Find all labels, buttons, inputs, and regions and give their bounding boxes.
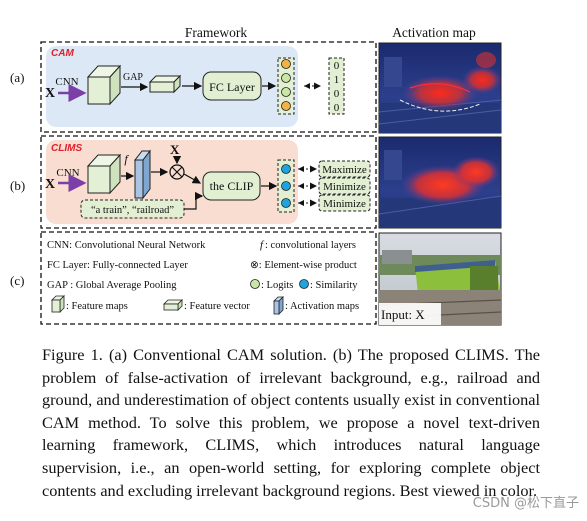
fc-layer-box [202,71,262,101]
clip-box [202,171,261,201]
onehot-box [328,57,345,115]
panel-c-frame [40,231,377,325]
activation-maps-slab-b [133,149,152,200]
row-label-b: (b) [10,178,25,193]
clip-label: the CLIP [210,179,254,193]
similarity-dot [281,164,291,174]
legend-f-symbol: f [260,239,265,251]
activation-map-header: Activation map [392,25,476,40]
legend-logits: : Logits [261,280,293,291]
logit-dot [281,87,291,97]
similarity-dot [281,198,291,208]
watermark: CSDN @松下直子 [472,496,579,511]
onehot-value: 0 [334,102,340,114]
cnn-label-b: CNN [56,167,79,179]
onehot-value: 0 [334,60,340,72]
logit-dot [281,59,291,69]
logit-dot [281,73,291,83]
legend-product: ⊗: Element-wise product [250,260,357,271]
legend-feature-vector: : Feature vector [184,301,250,312]
legend-conv: : convolutional layers [265,240,356,251]
f-label-b: f [124,152,129,166]
cnn-label-a: CNN [55,76,78,88]
input-x-a: X [45,86,55,101]
logit-icon [250,279,260,289]
activation-maps-icon [273,296,284,315]
logits-box-a [277,57,295,115]
arrow-prompt-clip [184,191,204,210]
arrow-clip-in-b [183,173,202,184]
legend-similarity: : Similarity [310,280,358,291]
x-top-b: X [170,142,180,157]
row-label-a: (a) [10,70,24,85]
activation-map-cam [378,42,502,134]
panel-a-frame [40,41,377,133]
legend-activation-maps: : Activation maps [285,301,359,312]
figure-caption: Figure 1. (a) Conventional CAM solution.… [42,345,540,500]
objective-label: Minimize [323,198,366,210]
logit-dot [281,101,291,111]
feature-maps-icon [51,295,65,313]
objective-box [318,177,371,195]
feature-vector-icon [163,299,183,311]
objective-box [318,160,371,178]
legend-cnn: CNN: Convolutional Neural Network [47,240,206,251]
input-image-label: Input: X [381,307,425,322]
objective-box [318,194,371,212]
fc-layer-label: FC Layer [209,80,255,94]
similarity-dot [281,181,291,191]
objective-label: Maximize [322,164,367,176]
legend-gap: GAP : Global Average Pooling [47,280,177,291]
panel-b-frame [40,135,377,229]
text-prompt-label: “a train”, “railroad” [91,205,174,216]
legend-feature-maps: : Feature maps [66,301,128,312]
input-x-b: X [45,177,55,192]
feature-vector-a [148,74,182,94]
activation-map-clims [378,136,502,229]
feature-map-cube-a [86,64,122,106]
framework-header: Framework [185,25,247,40]
similarity-icon [299,279,309,289]
row-label-c: (c) [10,273,24,288]
element-wise-product-icon [169,164,185,180]
onehot-value: 0 [334,88,340,100]
cam-tag: CAM [51,48,74,59]
objective-label: Minimize [323,181,366,193]
legend-fc: FC Layer: Fully-connected Layer [47,260,188,271]
gap-label-a: GAP [123,72,143,83]
onehot-value: 1 [334,74,340,86]
clims-tag: CLIMS [51,143,82,154]
feature-map-cube-b [86,153,122,195]
input-image [378,232,502,326]
